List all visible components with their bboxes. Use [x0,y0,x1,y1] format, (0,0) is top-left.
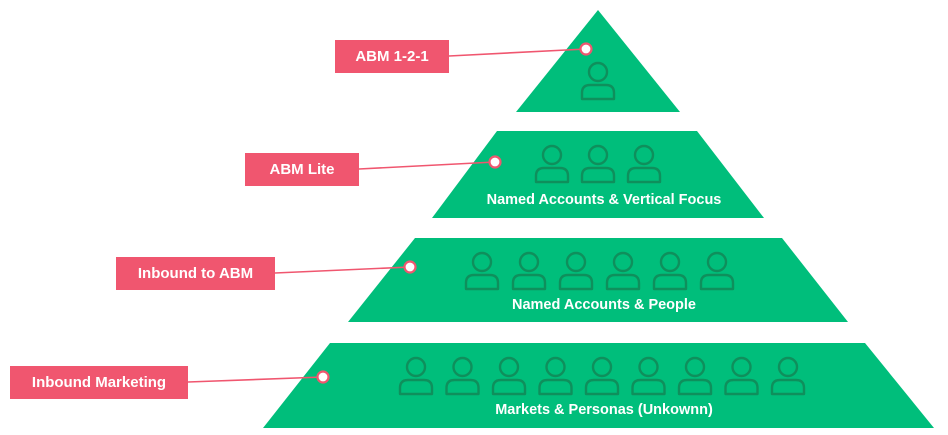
person-icon [398,356,434,396]
person-icon [491,356,527,396]
person-icon [605,251,641,291]
person-icon [580,61,616,101]
person-icon [538,356,573,396]
tier-1-label: ABM 1-2-1 [335,40,449,73]
person-icon [534,144,570,184]
person-icon [631,356,666,396]
pyramid-tier-4 [263,343,934,428]
connector-line-4 [187,376,324,383]
person-icon [511,251,547,291]
person-icon [445,356,480,396]
person-icon [558,251,594,291]
connector-dot-2 [488,155,502,169]
tier-2-label: ABM Lite [245,153,359,186]
tier-3-label: Inbound to ABM [116,257,275,290]
connector-line-1 [448,48,587,57]
person-icon [652,251,688,291]
connector-dot-1 [579,42,593,56]
person-icon [699,251,735,291]
person-icon [770,356,806,396]
person-icon [464,251,500,291]
connector-dot-4 [316,370,330,384]
connector-line-2 [358,161,496,170]
pyramid-tier-2 [432,131,764,218]
tier-4-caption: Markets & Personas (Unkownn) [495,402,713,418]
tier-2-caption: Named Accounts & Vertical Focus [486,192,722,208]
connector-dot-3 [403,260,417,274]
tier-3-caption: Named Accounts & People [512,297,696,313]
person-icon [580,144,616,184]
person-icon [584,356,620,396]
pyramid-tier-1 [516,10,680,112]
person-icon [677,356,713,396]
tier-4-label: Inbound Marketing [10,366,188,399]
person-icon [724,356,759,396]
person-icon [626,144,662,184]
connector-line-3 [274,266,411,274]
